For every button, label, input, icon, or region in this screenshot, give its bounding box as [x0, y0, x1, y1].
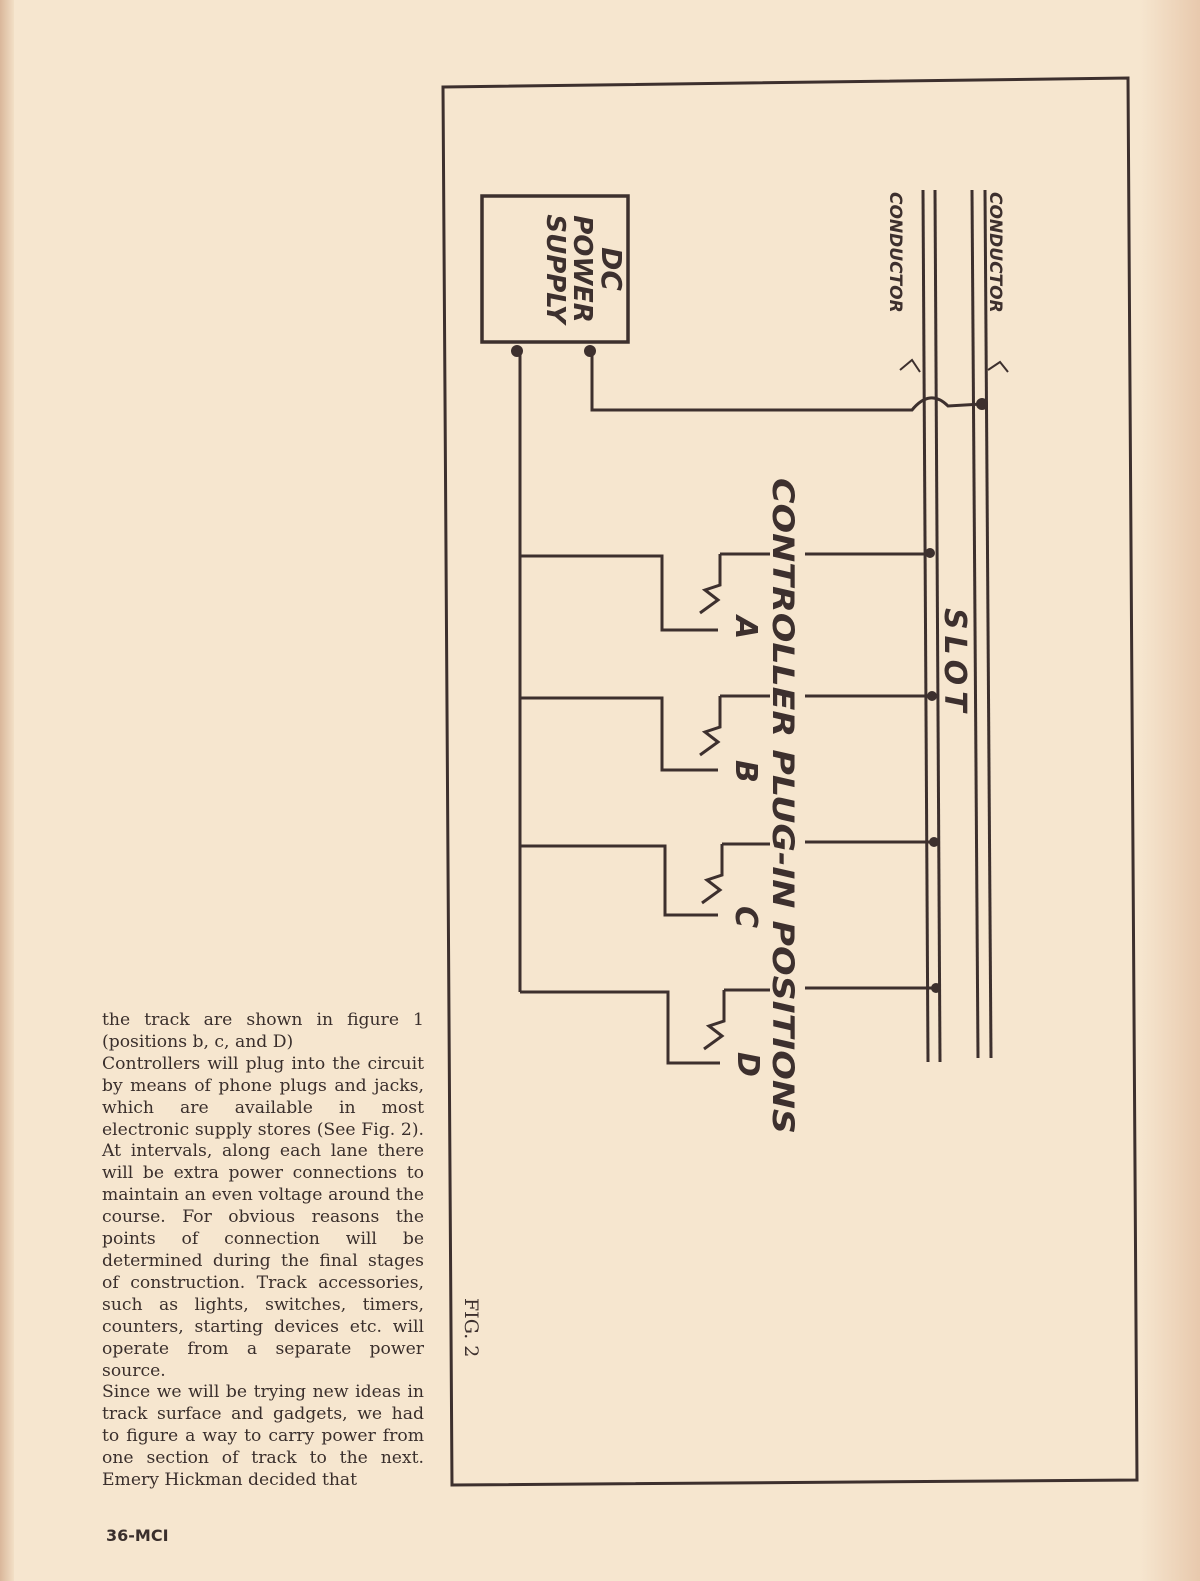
position-b-circuit: [520, 691, 937, 772]
label-supply: SUPPLY: [540, 214, 570, 326]
outer-conductor: [970, 189, 993, 1059]
position-a-label: A: [728, 614, 763, 639]
outer-conductor-arrow: [987, 360, 1009, 373]
power-supply-label: DC POWER SUPPLY: [540, 214, 628, 326]
slot-label: SLOT: [937, 608, 972, 718]
article-text: the track are shown in figure 1 (positio…: [102, 1010, 424, 1492]
positive-terminal: [584, 345, 596, 357]
paragraph: Controllers will plug into the circuit b…: [102, 1053, 424, 1381]
inner-conductor: [921, 189, 942, 1063]
controller-positions-label: CONTROLLER PLUG-IN POSITIONS: [766, 478, 800, 1134]
figure-frame: [441, 76, 1139, 1487]
dc-power-supply-box: [480, 194, 630, 344]
inner-conductor-label: CONDUCTOR: [885, 192, 905, 313]
paragraph: the track are shown in figure 1 (positio…: [102, 1010, 424, 1052]
position-c-label: C: [728, 906, 763, 928]
svg-text:CONDUCTOR: CONDUCTOR: [985, 192, 1005, 313]
page-binding-edge: [0, 0, 14, 1581]
label-dc: DC: [595, 247, 628, 291]
position-c-circuit: [520, 837, 939, 917]
label-power: POWER: [567, 215, 597, 323]
position-b-label: B: [728, 760, 763, 783]
position-d-circuit: [520, 983, 941, 1065]
supply-wire-to-outer-conductor: [590, 351, 983, 412]
inner-conductor-arrow: [899, 358, 921, 373]
page-right-edge: [1140, 0, 1200, 1581]
page-number: 36-MCI: [106, 1526, 169, 1545]
figure-caption: FIG. 2: [460, 1298, 482, 1357]
position-a-circuit: [520, 548, 935, 632]
svg-text:CONDUCTOR: CONDUCTOR: [885, 192, 905, 313]
outer-conductor-label: CONDUCTOR: [985, 192, 1005, 313]
position-d-label: D: [730, 1052, 765, 1077]
paragraph: Since we will be trying new ideas in tra…: [102, 1382, 424, 1491]
